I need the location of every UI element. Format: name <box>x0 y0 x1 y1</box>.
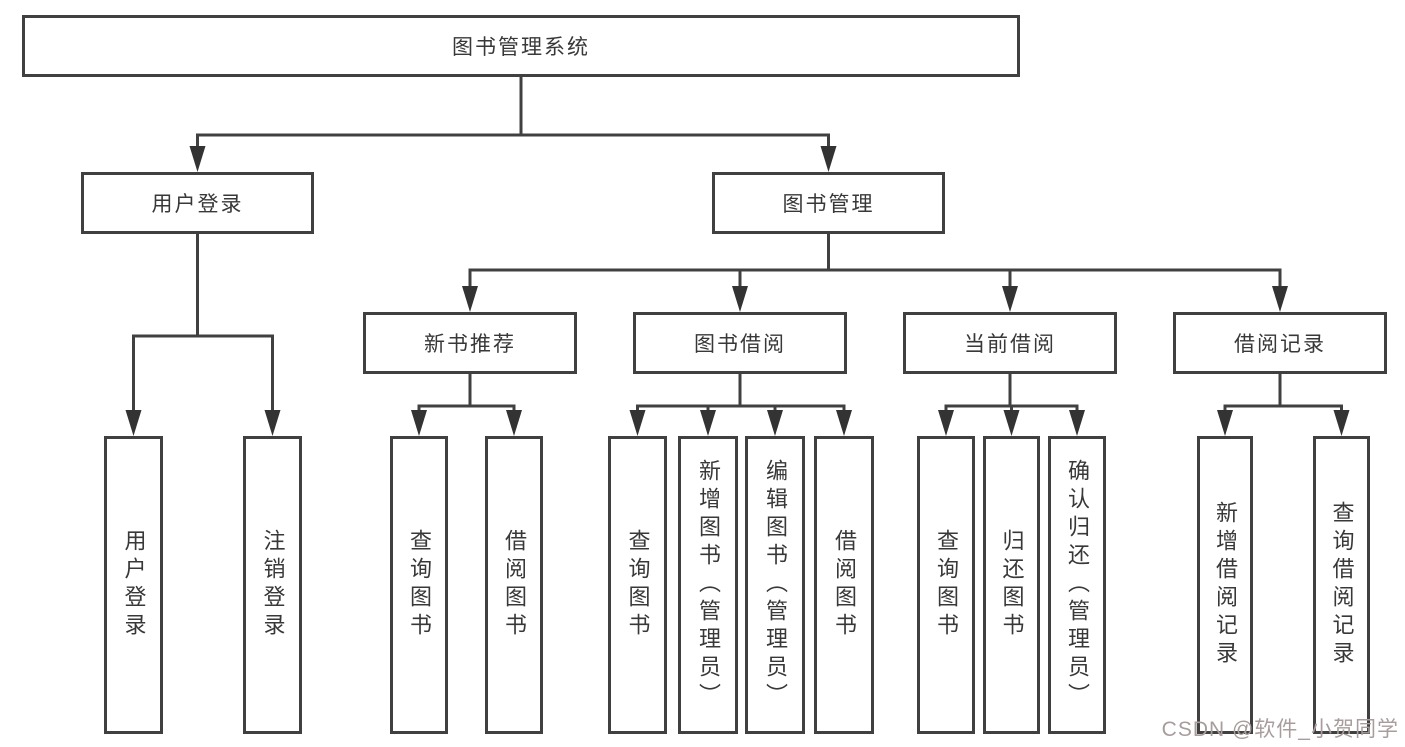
node-leaf-user-login-label: 用户登录 <box>121 529 147 641</box>
node-borrow-records: 借阅记录 <box>1173 312 1387 374</box>
arrow-icon <box>1002 286 1018 312</box>
arrow-icon <box>1272 286 1288 312</box>
node-root: 图书管理系统 <box>22 15 1020 77</box>
node-leaf-borrow-books-label: 借阅图书 <box>832 529 857 641</box>
node-leaf-query-books-current: 查询图书 <box>917 436 975 734</box>
node-leaf-confirm-return-admin: 确认归还（管理员） <box>1048 436 1106 734</box>
arrow-icon <box>125 410 142 436</box>
node-leaf-add-borrow-record: 新增借阅记录 <box>1197 436 1253 734</box>
node-new-book-recommend-label: 新书推荐 <box>424 333 516 356</box>
node-user-login: 用户登录 <box>81 172 314 234</box>
node-root-label: 图书管理系统 <box>452 36 590 59</box>
arrow-icon <box>767 410 783 436</box>
arrow-icon <box>264 410 281 436</box>
node-leaf-query-books-borrow: 查询图书 <box>608 436 667 734</box>
node-leaf-borrow-books: 借阅图书 <box>814 436 874 734</box>
arrow-icon <box>506 410 522 436</box>
node-leaf-confirm-return-admin-label: 确认归还（管理员） <box>1065 459 1090 711</box>
arrow-icon <box>938 410 954 436</box>
arrow-icon <box>1333 410 1350 436</box>
arrowheads <box>125 146 1350 436</box>
node-leaf-query-books-recommend-label: 查询图书 <box>407 529 432 641</box>
watermark-text: CSDN @软件_小贺同学 <box>1161 718 1399 741</box>
node-leaf-query-borrow-record: 查询借阅记录 <box>1313 436 1370 734</box>
arrow-icon <box>836 410 852 436</box>
node-book-borrow: 图书借阅 <box>633 312 847 374</box>
node-borrow-records-label: 借阅记录 <box>1234 333 1326 356</box>
node-user-login-label: 用户登录 <box>151 193 244 216</box>
node-leaf-borrow-books-recommend-label: 借阅图书 <box>502 529 527 641</box>
node-leaf-borrow-books-recommend: 借阅图书 <box>485 436 543 734</box>
node-current-borrow: 当前借阅 <box>903 312 1117 374</box>
node-leaf-add-borrow-record-label: 新增借阅记录 <box>1213 501 1238 669</box>
node-leaf-edit-book-admin-label: 编辑图书（管理员） <box>763 459 788 711</box>
node-leaf-query-books-borrow-label: 查询图书 <box>625 529 651 641</box>
node-leaf-user-login: 用户登录 <box>104 436 163 734</box>
node-leaf-query-books-current-label: 查询图书 <box>934 529 959 641</box>
node-book-management: 图书管理 <box>712 172 945 234</box>
arrow-icon <box>1217 410 1233 436</box>
arrow-icon <box>629 410 646 436</box>
node-leaf-edit-book-admin: 编辑图书（管理员） <box>745 436 805 734</box>
node-leaf-query-borrow-record-label: 查询借阅记录 <box>1329 501 1355 669</box>
node-leaf-logout: 注销登录 <box>243 436 302 734</box>
node-leaf-add-book-admin-label: 新增图书（管理员） <box>696 459 721 711</box>
arrow-icon <box>462 286 478 312</box>
arrow-icon <box>1069 410 1085 436</box>
node-current-borrow-label: 当前借阅 <box>964 333 1056 356</box>
arrow-icon <box>1003 410 1020 436</box>
arrow-icon <box>411 410 427 436</box>
arrow-icon <box>732 286 748 312</box>
node-book-management-label: 图书管理 <box>782 193 875 216</box>
arrow-icon <box>820 146 837 172</box>
node-leaf-return-books: 归还图书 <box>983 436 1040 734</box>
arrow-icon <box>700 410 716 436</box>
node-leaf-return-books-label: 归还图书 <box>999 529 1025 641</box>
node-leaf-logout-label: 注销登录 <box>260 529 286 641</box>
node-new-book-recommend: 新书推荐 <box>363 312 577 374</box>
node-leaf-query-books-recommend: 查询图书 <box>390 436 448 734</box>
node-leaf-add-book-admin: 新增图书（管理员） <box>678 436 738 734</box>
node-book-borrow-label: 图书借阅 <box>694 333 786 356</box>
arrow-icon <box>189 146 206 172</box>
